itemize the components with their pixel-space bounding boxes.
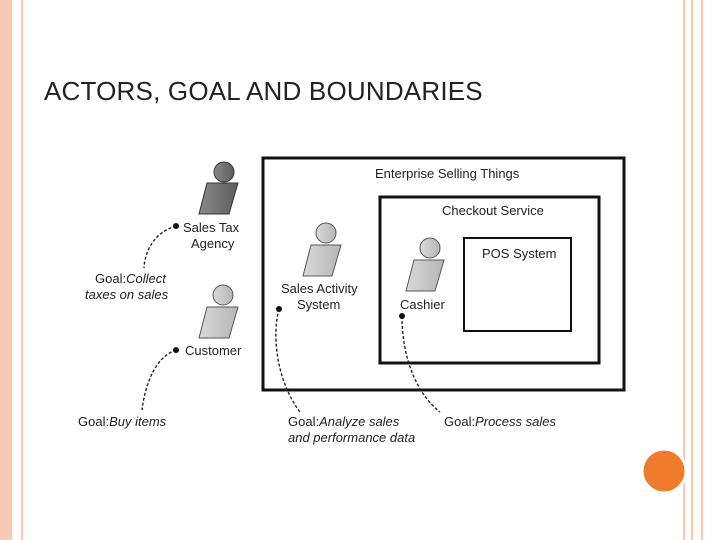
process-goal-text: Goal:Process sales	[444, 414, 556, 429]
analyze-goal-text-line1: Goal:Analyze sales	[288, 414, 400, 429]
analyze-goal-connector	[275, 308, 301, 413]
cashier-connector-dot	[399, 313, 405, 319]
sales-tax-agency-actor-icon	[198, 161, 239, 215]
sales-activity-system-label-line2: System	[297, 297, 340, 312]
activity-connector-dot	[276, 306, 282, 312]
process-goal-desc: Process sales	[475, 414, 556, 429]
tax-goal-text-line1: Goal:Collect	[95, 271, 167, 286]
customer-label: Customer	[185, 343, 242, 358]
pos-system-label: POS System	[482, 246, 556, 261]
enterprise-boundary-box	[261, 156, 626, 392]
orange-circle-ornament	[640, 447, 688, 495]
tax-goal-prefix: Goal:	[95, 271, 126, 286]
cashier-label: Cashier	[400, 297, 445, 312]
tax-goal-connector	[143, 225, 177, 269]
left-edge-bar	[0, 0, 12, 540]
buy-goal-desc: Buy items	[109, 414, 167, 429]
checkout-service-box	[378, 195, 601, 365]
tax-goal-desc-line2: taxes on sales	[85, 287, 169, 302]
pos-system-box	[463, 237, 572, 332]
sales-activity-system-actor-icon	[302, 222, 342, 277]
slide-title: ACTORS, GOAL AND BOUNDARIES	[44, 76, 483, 106]
buy-goal-connector	[141, 349, 177, 411]
customer-actor-icon	[198, 284, 239, 339]
sales-tax-agency-label-line1: Sales Tax	[183, 220, 240, 235]
buy-goal-text: Goal:Buy items	[78, 414, 167, 429]
sales-tax-agency-label-line2: Agency	[191, 236, 235, 251]
analyze-goal-desc-line2: and performance data	[288, 430, 415, 445]
cashier-actor-icon	[405, 237, 445, 292]
buy-goal-prefix: Goal:	[78, 414, 109, 429]
enterprise-boundary-label: Enterprise Selling Things	[375, 166, 520, 181]
tax-goal-desc-line1: Collect	[126, 271, 167, 286]
sales-activity-system-label-line1: Sales Activity	[281, 281, 358, 296]
process-goal-prefix: Goal:	[444, 414, 475, 429]
process-goal-connector	[401, 315, 441, 413]
customer-connector-dot	[173, 347, 179, 353]
connector-endpoints	[173, 223, 405, 353]
checkout-service-label: Checkout Service	[442, 203, 544, 218]
analyze-goal-desc-line1: Analyze sales	[318, 414, 400, 429]
analyze-goal-prefix: Goal:	[288, 414, 319, 429]
goal-connectors	[141, 225, 441, 413]
tax-connector-dot	[173, 223, 179, 229]
